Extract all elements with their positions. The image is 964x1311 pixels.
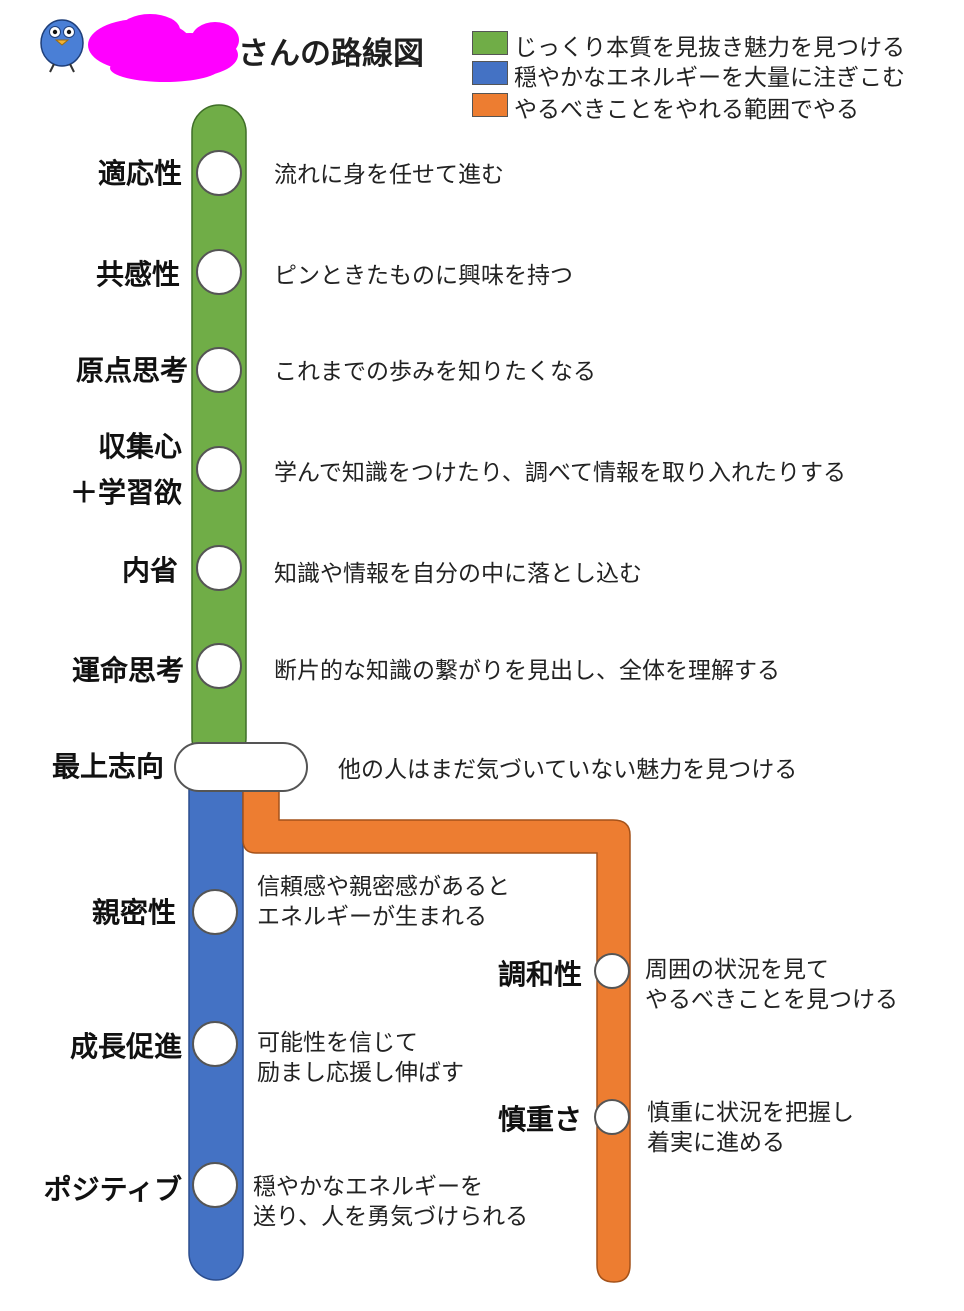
station-desc-positive: 穏やかなエネルギーを 送り、人を勇気づけられる [253, 1174, 529, 1230]
legend-swatch-blue [472, 61, 508, 85]
station-name-genten: 原点思考 [75, 354, 188, 387]
station-desc-seichou: 可能性を信じて 励まし応援し伸ばす [257, 1030, 464, 1086]
station-name-positive: ポジティブ [43, 1173, 182, 1206]
station-desc-saijou: 他の人はまだ気づいていない魅力を見つける [338, 757, 798, 783]
station-desc-naisei: 知識や情報を自分の中に落とし込む [274, 561, 642, 587]
station-name-chouwa: 調和性 [497, 958, 582, 991]
bird-icon [40, 19, 84, 73]
legend-swatch-orange [472, 93, 508, 117]
station-marker-chouwa [594, 953, 630, 989]
station-name-tekiousei: 適応性 [97, 157, 182, 190]
station-marker-naisei [196, 545, 242, 591]
station-desc-chouwa: 周囲の状況を見て やるべきことを見つける [645, 957, 898, 1013]
station-name-naisei: 内省 [121, 554, 178, 587]
station-name-shuushuu-1: 収集心 [97, 430, 182, 463]
orange-line [242, 784, 631, 1283]
station-name-shuushuu-2: ＋学習欲 [69, 476, 182, 509]
station-desc-shuushuu: 学んで知識をつけたり、調べて情報を取り入れたりする [274, 460, 847, 486]
station-name-shinchou: 慎重さ [497, 1103, 582, 1136]
legend-swatch-green [472, 31, 508, 55]
station-name-kyoukansei: 共感性 [95, 258, 180, 291]
station-marker-saijou [174, 742, 308, 792]
station-marker-shinmitsu [192, 889, 238, 935]
legend-label-blue: 穏やかなエネルギーを大量に注ぎこむ [514, 65, 905, 91]
station-marker-positive [192, 1162, 238, 1208]
station-marker-kyoukansei [196, 249, 242, 295]
station-desc-kyoukansei: ピンときたものに興味を持つ [274, 263, 573, 289]
station-marker-tekiousei [196, 150, 242, 196]
station-marker-shuushuu [196, 446, 242, 492]
station-desc-shinmitsu: 信頼感や親密感があると エネルギーが生まれる [257, 874, 510, 930]
station-name-seichou: 成長促進 [69, 1030, 182, 1063]
station-desc-shinchou: 慎重に状況を把握し 着実に進める [647, 1100, 854, 1156]
station-marker-shinchou [594, 1099, 630, 1135]
station-name-saijou: 最上志向 [51, 750, 164, 783]
redaction-blob [88, 14, 239, 82]
station-marker-seichou [192, 1021, 238, 1067]
station-name-unmei: 運命思考 [71, 654, 184, 687]
station-markers [174, 150, 630, 1208]
station-name-shinmitsu: 親密性 [91, 896, 176, 929]
station-desc-unmei: 断片的な知識の繋がりを見出し、全体を理解する [274, 658, 780, 684]
station-desc-genten: これまでの歩みを知りたくなる [274, 359, 596, 385]
legend-label-green: じっくり本質を見抜き魅力を見つける [514, 35, 905, 61]
station-desc-tekiousei: 流れに身を任せて進む [274, 162, 504, 188]
station-marker-genten [196, 347, 242, 393]
page-title: さんの路線図 [238, 36, 424, 72]
station-marker-unmei [196, 643, 242, 689]
legend-label-orange: やるべきことをやれる範囲でやる [514, 97, 859, 123]
